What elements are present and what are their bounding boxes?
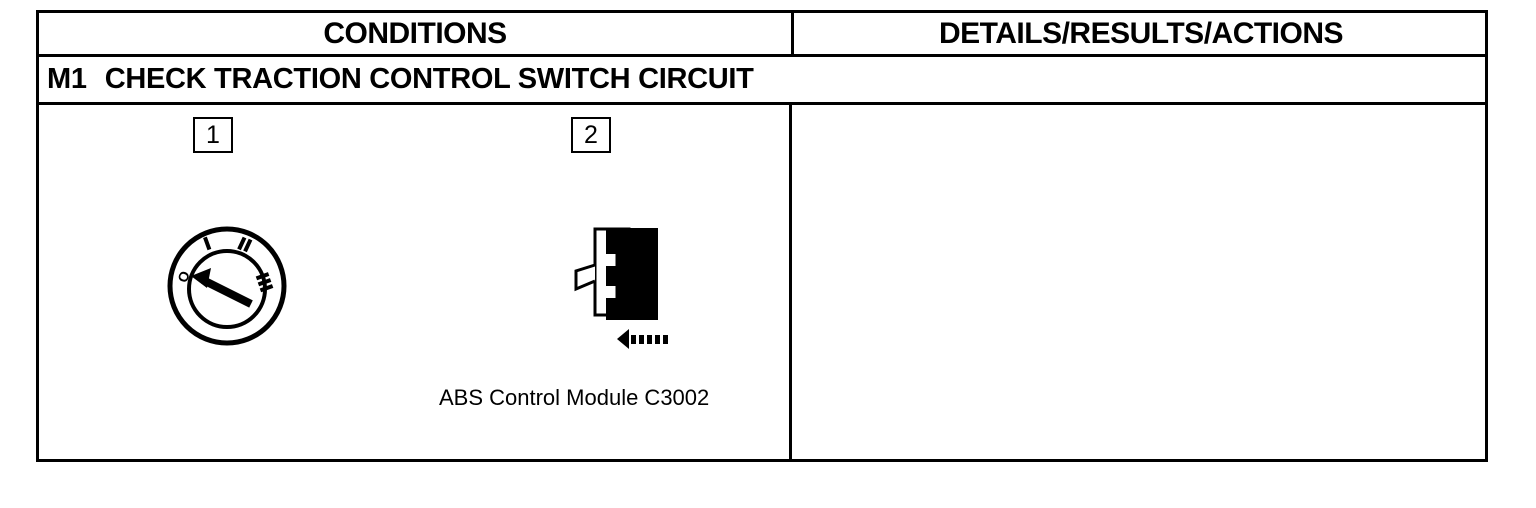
condition-number-1: 1 [193,117,233,153]
connector-right-half [606,228,658,320]
arrow-dash-3 [647,335,652,344]
ignition-position-3b [257,278,272,287]
step-id: M1 [47,63,87,95]
arrow-dash-4 [655,335,660,344]
details-header: DETAILS/RESULTS/ACTIONS [938,17,1344,50]
ignition-position-3c [259,284,274,293]
ignition-position-3a [255,272,270,281]
connector-caption: ABS Control Module C3002 [439,385,710,410]
step-row: M1 CHECK TRACTION CONTROL SWITCH CIRCUIT [39,57,1485,105]
ignition-outer-ring [167,226,287,346]
step-heading: M1 CHECK TRACTION CONTROL SWITCH CIRCUIT [47,57,754,102]
diagnostic-table: CONDITIONS DETAILS/RESULTS/ACTIONS M1 CHE… [36,10,1488,462]
arrow-dash-2 [639,335,644,344]
connector-icon [574,227,668,349]
header-row: CONDITIONS DETAILS/RESULTS/ACTIONS [39,13,1485,57]
condition-number-2: 2 [571,117,611,153]
ignition-key-shaft [201,276,253,308]
ignition-position-2a [237,236,247,251]
header-divider [791,13,794,57]
column-divider [789,105,792,462]
arrow-dash-1 [631,335,636,344]
connector-release-tab [574,263,596,292]
ignition-key-arrow [191,268,211,288]
ignition-position-0: O [174,269,193,285]
ignition-switch-icon: O [167,226,287,346]
separate-arrow-left [617,329,629,349]
step-title: CHECK TRACTION CONTROL SWITCH CIRCUIT [104,63,754,95]
arrow-dash-5 [663,335,668,344]
ignition-position-2b [243,238,253,253]
ignition-position-1 [203,236,212,251]
conditions-header: CONDITIONS [323,17,507,50]
